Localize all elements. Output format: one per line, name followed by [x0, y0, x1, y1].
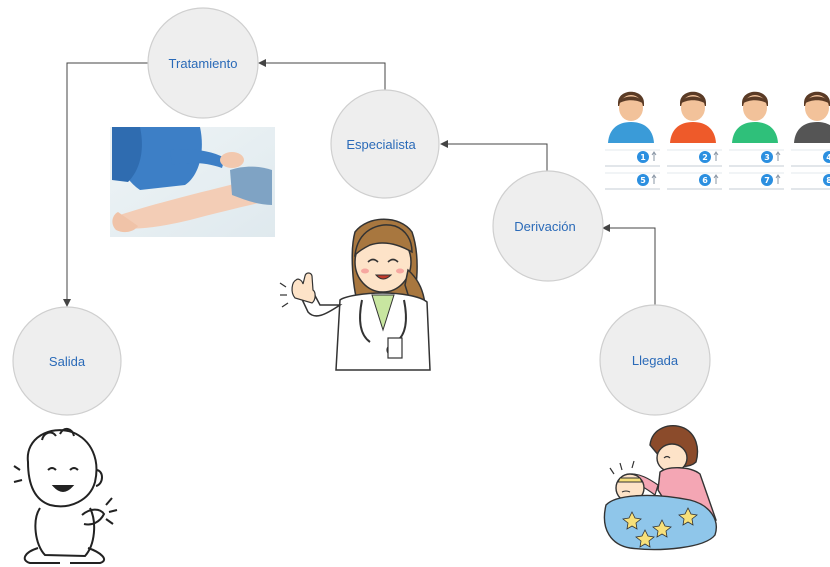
queue-number-badge	[761, 174, 773, 186]
node-derivacion: Derivación	[492, 170, 604, 282]
queue-ticket: 1	[605, 149, 660, 167]
queue-number-badge	[823, 151, 830, 163]
node-especialista-label: Especialista	[346, 137, 416, 152]
doctor-waving-illustration	[279, 218, 431, 371]
queue-person-icon	[670, 91, 716, 143]
queue-number-badge	[637, 151, 649, 163]
node-especialista: Especialista	[330, 89, 440, 199]
node-salida-label: Salida	[49, 354, 86, 369]
node-llegada: Llegada	[599, 304, 711, 416]
node-tratamiento: Tratamiento	[147, 7, 259, 119]
queue-number-badge	[699, 151, 711, 163]
queue-number-badge	[637, 174, 649, 186]
queue-illustration: 1 2 3 4 5 6 7 8	[605, 91, 830, 190]
queue-ticket: 6	[667, 172, 722, 190]
queue-number-badge	[699, 174, 711, 186]
queue-number: 5	[640, 176, 646, 185]
queue-person-icon	[732, 91, 778, 143]
edge-tratamiento-salida	[63, 62, 150, 307]
queue-number: 8	[826, 176, 830, 185]
queue-ticket: 5	[605, 172, 660, 190]
physiotherapy-photo	[110, 127, 275, 237]
queue-number: 2	[702, 153, 708, 162]
queue-number-badge	[761, 151, 773, 163]
edge-especialista-tratamiento	[258, 59, 386, 90]
queue-number-badge	[823, 174, 830, 186]
happy-baby-illustration	[13, 428, 118, 564]
queue-ticket: 8	[791, 172, 830, 190]
queue-number: 1	[640, 153, 646, 162]
queue-number: 6	[702, 176, 708, 185]
queue-number: 7	[764, 176, 770, 185]
edges	[63, 59, 656, 307]
node-tratamiento-label: Tratamiento	[169, 56, 238, 71]
queue-ticket: 7	[729, 172, 784, 190]
queue-person-icon	[794, 91, 830, 143]
queue-number: 3	[764, 153, 770, 162]
queue-ticket: 4	[791, 149, 830, 167]
edge-llegada-derivacion	[602, 224, 656, 305]
node-derivacion-label: Derivación	[514, 219, 575, 234]
mother-with-sick-child-illustration	[603, 425, 717, 551]
edge-derivacion-especialista	[440, 140, 548, 172]
queue-person-icon	[608, 91, 654, 143]
node-salida: Salida	[12, 306, 122, 416]
queue-ticket: 3	[729, 149, 784, 167]
node-llegada-label: Llegada	[632, 353, 679, 368]
queue-ticket: 2	[667, 149, 722, 167]
queue-number: 4	[826, 153, 830, 162]
